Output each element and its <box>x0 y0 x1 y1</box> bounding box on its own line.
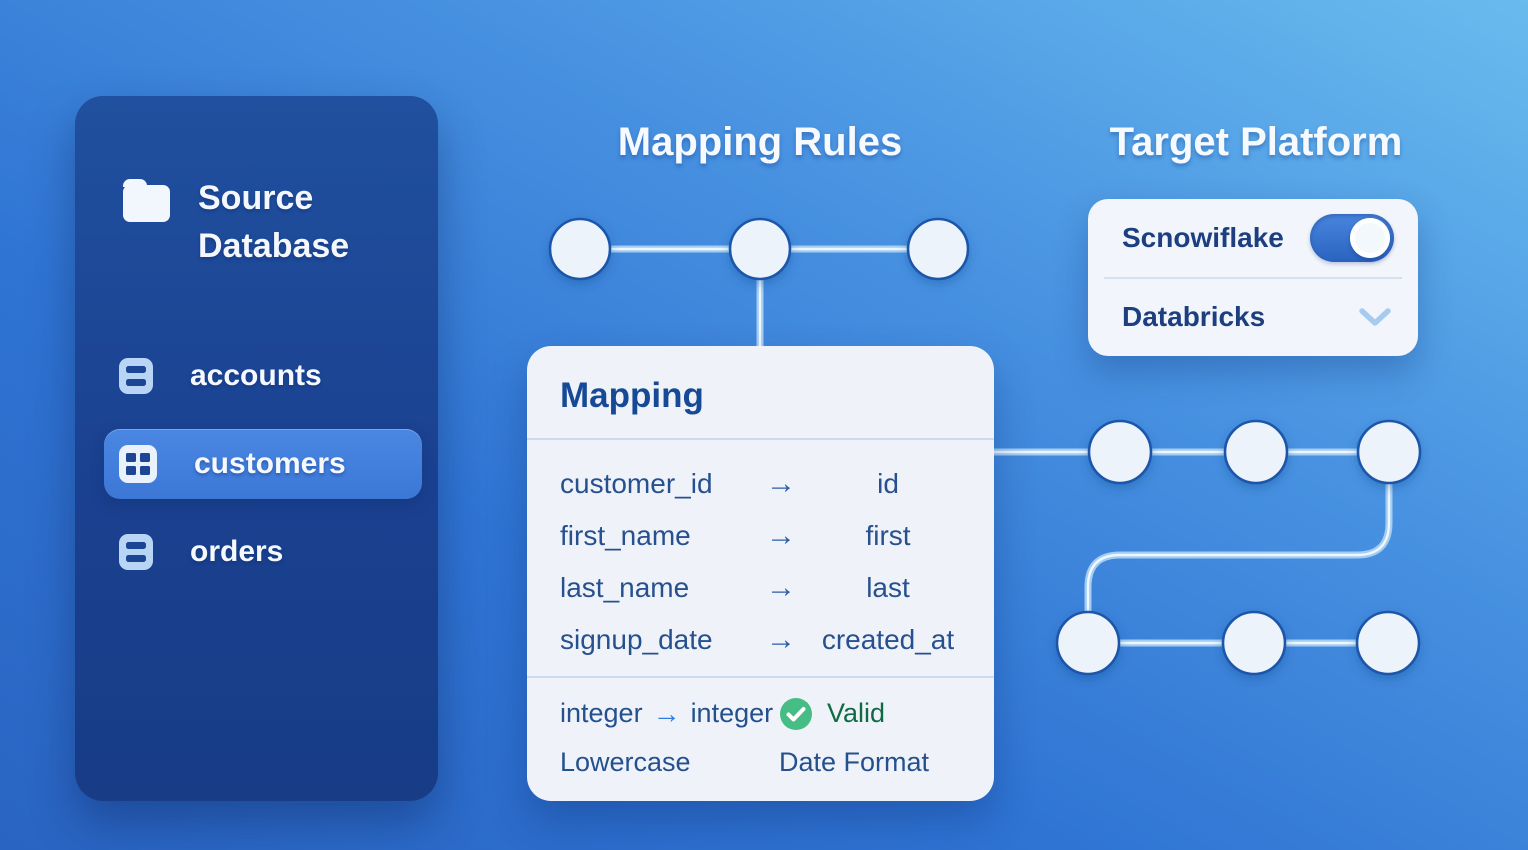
pipeline-connectors <box>994 448 1393 647</box>
divider <box>527 438 994 440</box>
target-platform-heading: Target Platform <box>1109 120 1403 164</box>
table-grid-icon <box>119 445 157 483</box>
arrow-right-icon: → <box>766 623 796 656</box>
validation-status: Valid <box>779 690 964 737</box>
sidebar-item-customers[interactable]: customers <box>104 429 422 499</box>
target-field: first <box>865 520 911 551</box>
toggle-knob <box>1350 217 1390 258</box>
status-label: Valid <box>827 698 886 728</box>
sidebar-item-orders[interactable]: orders <box>104 517 422 587</box>
mapping-row: customer_id → id <box>560 458 964 510</box>
target-field: last <box>866 572 910 603</box>
chevron-down-icon <box>1359 308 1391 326</box>
platform-option-databricks[interactable]: Databricks <box>1088 279 1418 357</box>
mapping-row: signup_date → created_at <box>560 614 964 666</box>
sidebar-item-accounts[interactable]: accounts <box>104 341 422 411</box>
mapping-card: Mapping customer_id → id first_name → fi… <box>527 346 994 801</box>
folder-icon <box>123 179 170 222</box>
sidebar-item-label: customers <box>194 447 346 480</box>
source-field: signup_date <box>560 624 713 655</box>
target-field: created_at <box>821 624 955 655</box>
arrow-right-icon: → <box>766 571 796 604</box>
check-circle-icon <box>780 697 812 730</box>
source-database-title: Source Database <box>198 179 350 265</box>
table-list: accounts customers orders <box>75 332 438 596</box>
source-database-panel: Source Database accounts c <box>75 96 438 801</box>
platform-option-snowflake: Scnowiflake <box>1088 199 1418 277</box>
transformation-label: Date Format <box>779 747 930 777</box>
arrow-right-icon: → <box>652 697 681 729</box>
sidebar-item-label: accounts <box>190 359 322 392</box>
mapping-footer: integer → integer Valid Lowercase Date F… <box>527 678 994 786</box>
mapping-card-title: Mapping <box>560 376 704 415</box>
divider <box>527 676 994 678</box>
transformation-label: Lowercase <box>560 747 691 777</box>
divider <box>1104 276 1402 279</box>
table-rows-icon <box>119 358 153 394</box>
source-field: customer_id <box>560 468 713 499</box>
platform-label: Scnowiflake <box>1122 221 1284 253</box>
mapping-rules-heading: Mapping Rules <box>617 120 903 164</box>
table-rows-icon <box>119 534 153 570</box>
source-database-header: Source Database <box>75 96 438 270</box>
mapping-row: last_name → last <box>560 562 964 614</box>
arrow-right-icon: → <box>766 519 796 552</box>
type-to: integer <box>690 698 774 728</box>
type-mapping: integer → integer <box>560 690 779 737</box>
source-field: first_name <box>560 520 691 551</box>
snowflake-toggle[interactable] <box>1310 213 1394 262</box>
pipeline-nodes <box>1055 419 1422 676</box>
type-from: integer <box>560 698 643 728</box>
mapping-row: first_name → first <box>560 510 964 562</box>
mapping-rules-nodes <box>548 217 970 281</box>
source-field: last_name <box>560 572 690 603</box>
arrow-right-icon: → <box>766 467 796 500</box>
mapping-rows: customer_id → id first_name → first last… <box>527 440 994 676</box>
platform-label: Databricks <box>1122 301 1266 333</box>
sidebar-item-label: orders <box>190 535 284 568</box>
target-field: id <box>877 468 899 499</box>
target-platform-card: Scnowiflake Databricks <box>1088 199 1418 356</box>
